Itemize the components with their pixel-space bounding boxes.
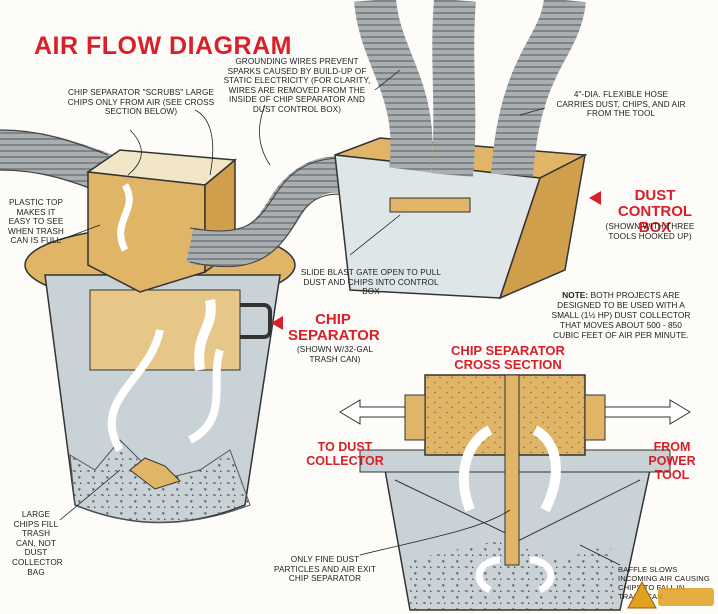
chip-separator-box — [85, 149, 237, 293]
label-chip-scrubs: CHIP SEPARATOR "SCRUBS" LARGE CHIPS ONLY… — [67, 88, 215, 117]
note-head: NOTE: — [562, 290, 589, 300]
cross-section — [339, 374, 691, 611]
heading-dust-control-box: DUST CONTROL BOX — [617, 187, 693, 236]
tool-hoses — [354, 0, 586, 177]
arrow-left-icon — [271, 316, 283, 330]
label-blast-gate: SLIDE BLAST GATE OPEN TO PULL DUST AND C… — [300, 268, 442, 297]
label-large-chips: LARGE CHIPS FILL TRASH CAN, NOT DUST COL… — [12, 510, 63, 577]
page-title: AIR FLOW DIAGRAM — [34, 32, 292, 60]
sub-chip-separator: (SHOWN W/32-GAL TRASH CAN) — [296, 345, 374, 364]
label-plastic-top: PLASTIC TOP MAKES IT EASY TO SEE WHEN TR… — [8, 198, 64, 246]
site-watermark-icon — [627, 580, 714, 609]
heading-cross-section: CHIP SEPARATOR CROSS SECTION — [451, 343, 565, 372]
label-fine-dust: ONLY FINE DUST PARTICLES AND AIR EXIT CH… — [274, 555, 376, 584]
sub-dust-control-box: (SHOWN WITH THREE TOOLS HOOKED UP) — [605, 222, 695, 241]
label-grounding-wires: GROUNDING WIRES PREVENT SPARKS CAUSED BY… — [223, 57, 371, 114]
note-body: BOTH PROJECTS ARE DESIGNED TO BE USED WI… — [551, 290, 691, 340]
note-block: NOTE: BOTH PROJECTS ARE DESIGNED TO BE U… — [548, 290, 694, 340]
label-flexible-hose: 4"-DIA. FLEXIBLE HOSE CARRIES DUST, CHIP… — [556, 90, 686, 119]
heading-chip-separator: CHIP SEPARATOR — [288, 311, 380, 344]
connecting-hose — [186, 156, 365, 267]
label-to-dust-collector: TO DUST COLLECTOR — [306, 440, 384, 468]
arrow-left-icon — [589, 191, 601, 205]
label-from-power-tool: FROM POWER TOOL — [648, 440, 696, 482]
